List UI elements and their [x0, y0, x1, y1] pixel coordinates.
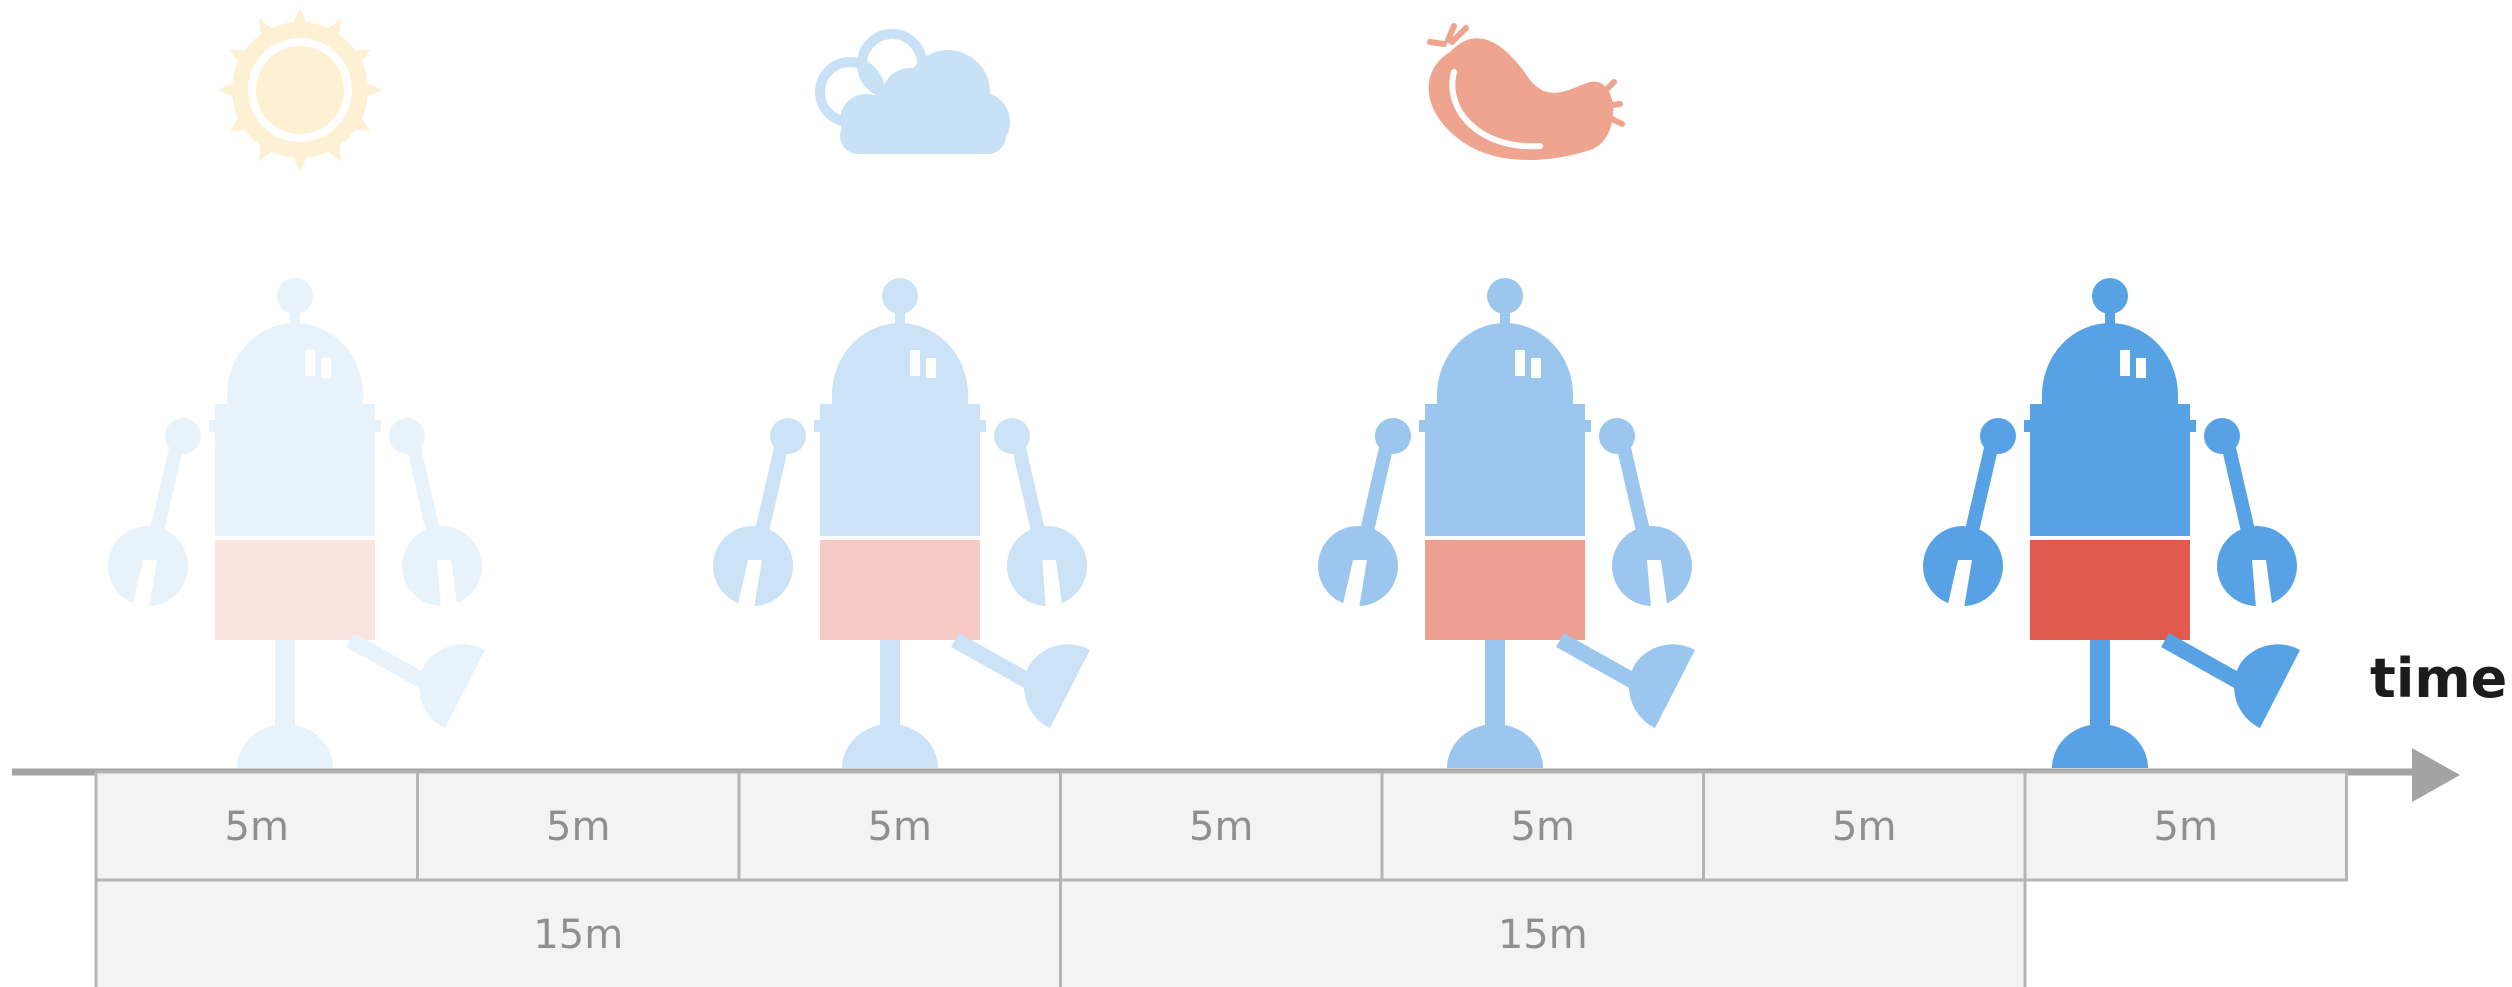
robot-icon-1 — [108, 278, 485, 768]
timeline-cell-label: 5m — [225, 804, 289, 850]
timeline-cell-label: 15m — [533, 912, 623, 958]
timeline-cell-5m: 5m — [737, 770, 1062, 882]
timeline-cell-label: 5m — [2154, 804, 2218, 850]
timeline-cell-5m: 5m — [2023, 770, 2348, 882]
timeline-cell-5m: 5m — [1702, 770, 2027, 882]
sun-icon — [218, 8, 382, 172]
timeline-table: 5m 5m 5m 5m 5m 5m 5m 15m 15m — [94, 770, 2348, 987]
timeline-cell-5m: 5m — [94, 770, 419, 882]
timeline-cell-label: 5m — [1511, 804, 1575, 850]
robot-icon-2 — [713, 278, 1090, 768]
axis-arrow-icon — [2412, 748, 2460, 802]
robot-icon-3 — [1318, 278, 1695, 768]
robot-icon-4 — [1923, 278, 2300, 768]
timeline-cell-label: 5m — [1832, 804, 1896, 850]
timeline-cell-15m: 15m — [94, 878, 1062, 987]
timeline-cell-5m: 5m — [1059, 770, 1384, 882]
timeline-cell-label: 5m — [1189, 804, 1253, 850]
cloud-icon — [815, 29, 1010, 154]
sausage-icon — [1427, 23, 1625, 160]
timeline-cell-label: 5m — [868, 804, 932, 850]
timeline-cell-label: 15m — [1498, 912, 1588, 958]
timeline-cell-label: 5m — [546, 804, 610, 850]
axis-label: time — [2370, 647, 2507, 710]
timeline-cell-5m: 5m — [416, 770, 741, 882]
timeline-cell-5m: 5m — [1380, 770, 1705, 882]
weather-icons — [218, 8, 1625, 172]
timeline-cell-15m: 15m — [1059, 878, 2027, 987]
robots — [108, 278, 2300, 768]
